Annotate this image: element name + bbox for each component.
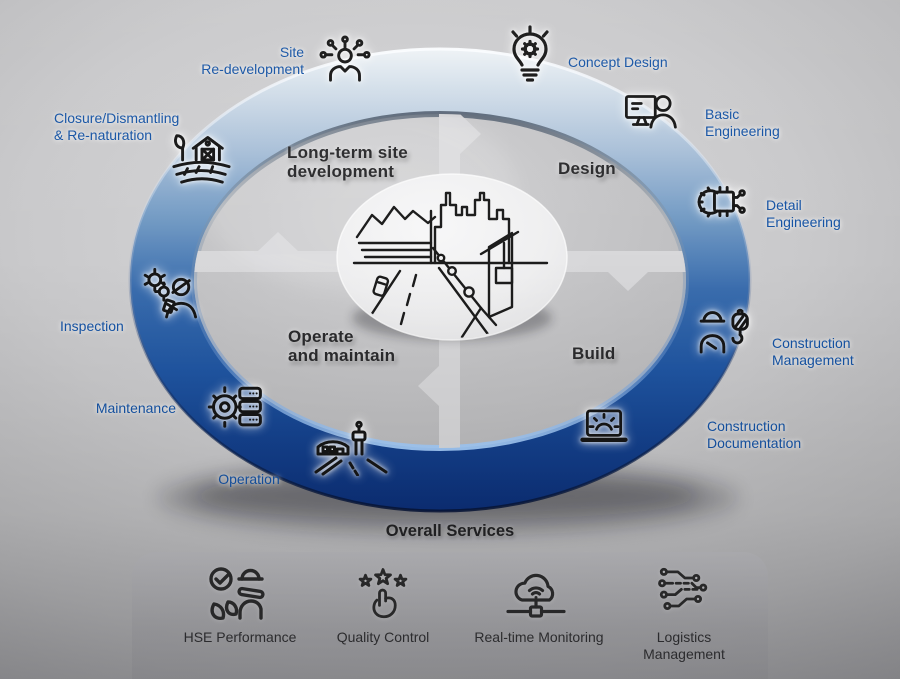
quadrant-label-build: Build [572, 344, 616, 363]
stage-label-operation: Operation [218, 471, 280, 487]
monitor-engineer-icon [624, 95, 677, 129]
stage-label-site-redevelopment: Site Re-development [201, 44, 304, 77]
service-label-logistics-management: Logistics Management [643, 629, 725, 662]
inspector-gears-icon [143, 268, 198, 319]
stage-label-basic-engineering: Basic Engineering [705, 106, 780, 139]
overall-services-title: Overall Services [385, 522, 515, 540]
airport-tower-runway-icon [314, 420, 388, 476]
cloud-network-icon [506, 573, 566, 618]
stage-label-maintenance: Maintenance [95, 400, 176, 416]
quadrant-label-design: Design [558, 159, 616, 178]
laptop-gear-icon [580, 409, 628, 442]
stars-hand-icon [358, 568, 408, 619]
stage-label-construction-management: Construction Management [772, 335, 854, 368]
clockwise-arrow-bottom-icon [418, 366, 439, 406]
ring-outer-rim [128, 47, 752, 513]
quadrant-label-operate-and-maintain: Operate and maintain [288, 327, 396, 365]
circuit-nodes-icon [658, 567, 708, 611]
stage-label-detail-engineering: Detail Engineering [766, 197, 841, 230]
stage-label-closure-dismantling: Closure/Dismantling & Re-naturation [54, 110, 180, 143]
farm-renaturation-icon [172, 134, 231, 184]
stage-label-construction-documentation: Construction Documentation [707, 418, 802, 451]
stage-label-concept-design: Concept Design [568, 54, 668, 70]
stage-label-inspection: Inspection [60, 318, 124, 334]
center-ellipse [336, 173, 568, 341]
worker-crane-hook-icon [699, 308, 749, 354]
service-label-quality-control: Quality Control [336, 629, 430, 645]
clockwise-arrow-right-icon [608, 272, 648, 291]
quadrant-label-long-term-site-development: Long-term site development [287, 143, 408, 181]
service-label-realtime-monitoring: Real-time Monitoring [474, 629, 604, 645]
service-label-hse-performance: HSE Performance [183, 629, 297, 645]
people-network-icon [319, 35, 371, 82]
check-worker-leaves-icon [209, 567, 265, 621]
idea-bulb-gear-icon [511, 25, 549, 82]
gear-server-icon [207, 386, 262, 428]
chip-gear-circuit-icon [697, 186, 746, 218]
